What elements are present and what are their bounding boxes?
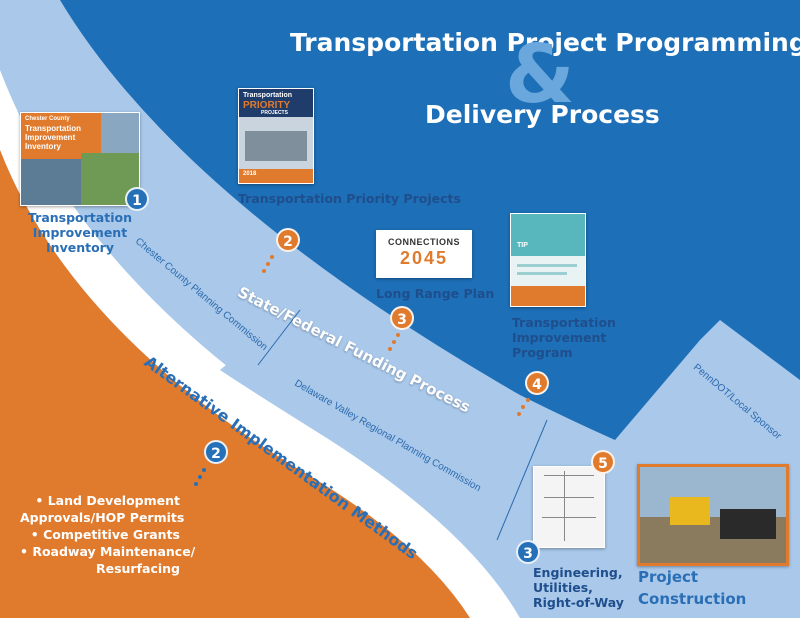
separator-1 (257, 309, 301, 366)
tii-cover-line2: Transportation (25, 124, 82, 133)
step-2-badge: 2 (276, 228, 300, 252)
tip-cover-line1: TIP (517, 242, 528, 249)
tpp-cover-line1: Transportation (243, 92, 293, 99)
step-5-badge: 5 (591, 450, 615, 474)
ampersand: & (505, 28, 575, 121)
tpp-cover-line3: PROJECTS (261, 110, 288, 116)
lrp-cover: CONNECTIONS 2045 (376, 230, 472, 278)
step-1-label: Transportation Improvement Inventory (28, 210, 132, 255)
orange-area (0, 150, 470, 618)
tpp-cover-line2: PRIORITY (243, 100, 291, 111)
alt-method-3: • Competitive Grants (30, 527, 180, 542)
tii-cover-line3: Improvement (25, 133, 76, 142)
lrp-cover-line2: 2045 (399, 248, 449, 268)
white-swoosh (0, 70, 520, 618)
alt-method-2: Approvals/HOP Permits (20, 510, 185, 525)
step-3-badge: 3 (390, 306, 414, 330)
tpp-cover-year: 2018 (243, 171, 257, 177)
step-3-label: Long Range Plan (376, 286, 495, 301)
lrp-cover-line1: CONNECTIONS (387, 237, 460, 247)
alt-method-1: • Land Development (35, 493, 180, 508)
tii-cover-line1: Chester County (25, 116, 70, 122)
step-4-badge: 4 (525, 371, 549, 395)
separator-2 (496, 419, 548, 541)
alt-methods-list: • Land Development Approvals/HOP Permits… (20, 492, 196, 577)
construction-line2: Construction (638, 590, 747, 608)
engineering-drawing (533, 466, 605, 548)
engineering-line1: Engineering, (533, 565, 623, 580)
title-line-2: Delivery Process (425, 100, 660, 129)
tpp-cover: Transportation PRIORITY PROJECTS 2018 (238, 88, 314, 184)
alt-step-3-badge: 3 (516, 540, 540, 564)
alt-step-2-badge: 2 (204, 440, 228, 464)
alt-method-4: • Roadway Maintenance/ (20, 544, 196, 559)
construction-photo (637, 464, 789, 566)
construction-line1: Project (638, 568, 699, 586)
step-2-label-line: Transportation Priority Projects (238, 191, 461, 206)
tip-cover: TIP (510, 213, 586, 307)
engineering-line3: Right-of-Way (533, 595, 624, 610)
tii-cover-line4: Inventory (25, 142, 62, 151)
title-line-1: Transportation Project Programming (290, 28, 800, 57)
step-1-badge: 1 (125, 187, 149, 211)
tii-cover: Chester County Transportation Improvemen… (20, 112, 140, 206)
alt-method-5: Resurfacing (95, 561, 180, 576)
engineering-line2: Utilities, (533, 580, 593, 595)
step-4-label: Transportation Improvement Program (512, 315, 616, 360)
